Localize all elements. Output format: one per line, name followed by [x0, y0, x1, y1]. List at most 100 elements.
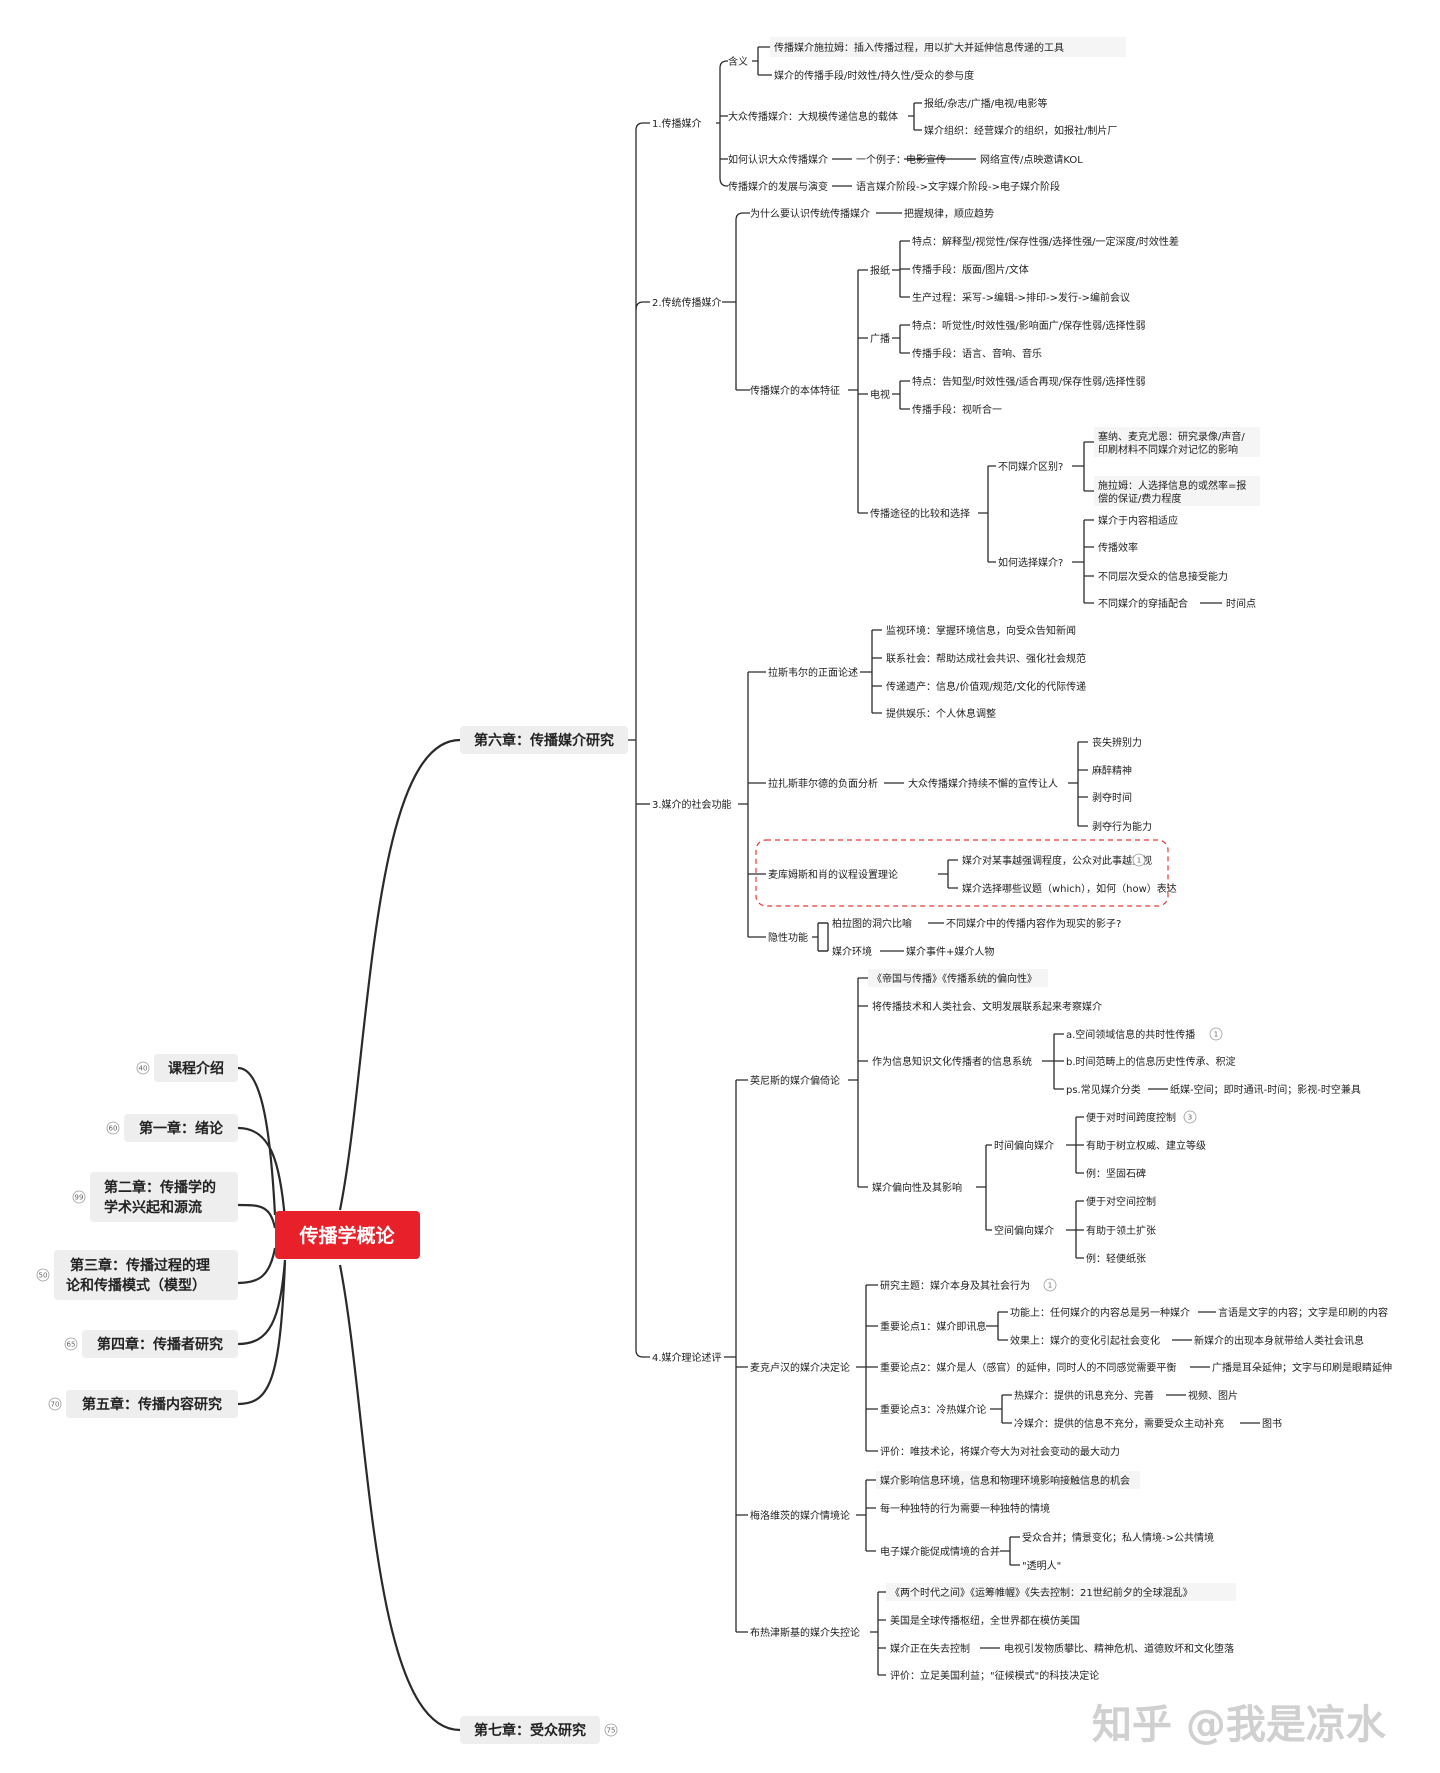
- svg-text:特点：告知型/时效性强/适合再现/保存性弱/选择性弱: 特点：告知型/时效性强/适合再现/保存性弱/选择性弱: [912, 375, 1145, 388]
- chapter2-line2: 学术兴起和源流: [104, 1199, 202, 1216]
- svg-text:2.传统传播媒介: 2.传统传播媒介: [652, 296, 722, 309]
- svg-text:特点：解释型/视觉性/保存性强/选择性强/一定深度/时效性差: 特点：解释型/视觉性/保存性强/选择性强/一定深度/时效性差: [912, 235, 1179, 248]
- comment-count-badge: 3: [1188, 1114, 1192, 1122]
- s1-hanyi: 含义: [728, 55, 748, 68]
- svg-text:重要论点1：媒介即讯息: 重要论点1：媒介即讯息: [880, 1320, 986, 1333]
- svg-text:不同媒介中的传播内容作为现实的影子?: 不同媒介中的传播内容作为现实的影子?: [946, 917, 1121, 930]
- left-branch-course-intro[interactable]: 课程介绍 40: [136, 1054, 238, 1082]
- watermark: 知乎 @我是凉水: [1092, 1702, 1387, 1748]
- svg-text:柏拉图的洞穴比喻: 柏拉图的洞穴比喻: [832, 917, 912, 930]
- svg-text:布热津斯基的媒介失控论: 布热津斯基的媒介失控论: [750, 1626, 860, 1639]
- svg-text:第七章：受众研究: 第七章：受众研究: [474, 1722, 586, 1739]
- svg-text:不同媒介区别?: 不同媒介区别?: [998, 461, 1063, 473]
- section-1-media[interactable]: 1.传播媒介 含义 传播媒介施拉姆：插入传播过程，用以扩大并延伸信息传递的工具 …: [652, 37, 1126, 193]
- svg-text:印刷材料不同媒介对记忆的影响: 印刷材料不同媒介对记忆的影响: [1098, 443, 1238, 456]
- svg-text:联系社会：帮助达成社会共识、强化社会规范: 联系社会：帮助达成社会共识、强化社会规范: [886, 652, 1086, 665]
- svg-text:如何选择媒介?: 如何选择媒介?: [998, 556, 1063, 569]
- svg-text:大众传播媒介：大规模传递信息的载体: 大众传播媒介：大规模传递信息的载体: [728, 110, 898, 123]
- svg-text:梅洛维茨的媒介情境论: 梅洛维茨的媒介情境论: [750, 1509, 850, 1522]
- svg-text:网络宣传/点映邀请KOL: 网络宣传/点映邀请KOL: [980, 153, 1083, 166]
- chapter7-node[interactable]: 第七章：受众研究 75: [460, 1716, 618, 1744]
- svg-text:有助于树立权威、建立等级: 有助于树立权威、建立等级: [1086, 1139, 1206, 1152]
- svg-text:每一种独特的行为需要一种独特的情境: 每一种独特的行为需要一种独特的情境: [880, 1502, 1050, 1515]
- comment-count-badge: 1: [1048, 1282, 1052, 1290]
- left-branch-chapter4[interactable]: 第四章：传播者研究 65: [64, 1330, 238, 1358]
- svg-text:监视环境：掌握环境信息，向受众告知新闻: 监视环境：掌握环境信息，向受众告知新闻: [886, 624, 1076, 637]
- svg-text:施拉姆：人选择信息的或然率=报: 施拉姆：人选择信息的或然率=报: [1098, 479, 1246, 492]
- comment-count-badge: 1: [1137, 857, 1141, 865]
- svg-text:不同媒介的穿插配合: 不同媒介的穿插配合: [1098, 597, 1188, 610]
- svg-text:评价：立足美国利益；"征候模式"的科技决定论: 评价：立足美国利益；"征候模式"的科技决定论: [890, 1669, 1099, 1682]
- svg-text:传播效率: 传播效率: [1098, 541, 1138, 554]
- svg-text:大众传播媒介持续不懈的宣传让人: 大众传播媒介持续不懈的宣传让人: [908, 777, 1058, 790]
- section-3-social-functions[interactable]: 3.媒介的社会功能 拉斯韦尔的正面论述 监视环境：掌握环境信息，向受众告知新闻 …: [652, 624, 1177, 958]
- svg-text:重要论点3：冷热媒介论: 重要论点3：冷热媒介论: [880, 1403, 986, 1416]
- svg-text:"透明人": "透明人": [1022, 1560, 1061, 1572]
- svg-text:重要论点2：媒介是人（感官）的延伸，同时人的不同感觉需要平衡: 重要论点2：媒介是人（感官）的延伸，同时人的不同感觉需要平衡: [880, 1361, 1176, 1374]
- svg-text:媒介事件+媒介人物: 媒介事件+媒介人物: [906, 945, 994, 958]
- svg-text:传递遗产：信息/价值观/规范/文化的代际传递: 传递遗产：信息/价值观/规范/文化的代际传递: [886, 680, 1086, 693]
- left-branch-chapter5[interactable]: 第五章：传播内容研究 70: [48, 1390, 238, 1418]
- svg-text:4.媒介理论述评: 4.媒介理论述评: [652, 1351, 722, 1364]
- svg-text:不同层次受众的信息接受能力: 不同层次受众的信息接受能力: [1098, 570, 1228, 583]
- svg-text:传播媒介的发展与演变: 传播媒介的发展与演变: [728, 180, 828, 193]
- svg-text:视频、图片: 视频、图片: [1188, 1389, 1238, 1402]
- svg-text:拉扎斯菲尔德的负面分析: 拉扎斯菲尔德的负面分析: [768, 777, 878, 790]
- svg-text:剥夺时间: 剥夺时间: [1092, 791, 1132, 804]
- left-branch-chapter1[interactable]: 第一章：绪论 60: [106, 1114, 238, 1142]
- svg-text:麦克卢汉的媒介决定论: 麦克卢汉的媒介决定论: [750, 1361, 850, 1374]
- svg-text:便于对空间控制: 便于对空间控制: [1086, 1195, 1156, 1208]
- svg-text:效果上：媒介的变化引起社会变化: 效果上：媒介的变化引起社会变化: [1010, 1334, 1160, 1347]
- svg-text:传播媒介施拉姆：插入传播过程，用以扩大并延伸信息传递的工具: 传播媒介施拉姆：插入传播过程，用以扩大并延伸信息传递的工具: [774, 41, 1064, 54]
- svg-text:《帝国与传播》《传播系统的偏向性》: 《帝国与传播》《传播系统的偏向性》: [872, 972, 1037, 985]
- svg-text:新媒介的出现本身就带给人类社会讯息: 新媒介的出现本身就带给人类社会讯息: [1194, 1334, 1364, 1347]
- svg-text:传播媒介的本体特征: 传播媒介的本体特征: [750, 384, 840, 397]
- left-branch-chapter3[interactable]: 第三章：传播过程的理 论和传播模式（模型） 50: [36, 1250, 238, 1300]
- svg-text:ps.常见媒介分类: ps.常见媒介分类: [1066, 1083, 1141, 1096]
- svg-text:电子媒介能促成情境的合并: 电子媒介能促成情境的合并: [880, 1545, 1000, 1558]
- root-node[interactable]: 传播学概论: [275, 1211, 420, 1259]
- svg-text:剥夺行为能力: 剥夺行为能力: [1092, 820, 1152, 833]
- svg-text:传播手段：视听合一: 传播手段：视听合一: [912, 403, 1002, 416]
- comment-count-badge: 40: [139, 1065, 148, 1073]
- svg-text:传播途径的比较和选择: 传播途径的比较和选择: [870, 507, 970, 520]
- svg-text:提供娱乐：个人休息调整: 提供娱乐：个人休息调整: [886, 707, 996, 720]
- svg-text:媒介影响信息环境，信息和物理环境影响接触信息的机会: 媒介影响信息环境，信息和物理环境影响接触信息的机会: [880, 1474, 1130, 1487]
- svg-text:媒介组织：经营媒介的组织，如报社/制片厂: 媒介组织：经营媒介的组织，如报社/制片厂: [924, 124, 1117, 137]
- svg-text:课程介绍: 课程介绍: [168, 1060, 224, 1077]
- svg-text:热媒介：提供的讯息充分、完善: 热媒介：提供的讯息充分、完善: [1014, 1389, 1154, 1402]
- section-2-traditional-media[interactable]: 2.传统传播媒介 为什么要认识传统传播媒介 把握规律，顺应趋势 传播媒介的本体特…: [652, 207, 1260, 610]
- comment-count-badge: 65: [67, 1341, 76, 1349]
- comment-count-badge: 1: [1214, 1031, 1218, 1039]
- svg-text:3.媒介的社会功能: 3.媒介的社会功能: [652, 798, 732, 811]
- svg-text:例：坚固石碑: 例：坚固石碑: [1086, 1167, 1146, 1180]
- svg-text:将传播技术和人类社会、文明发展联系起来考察媒介: 将传播技术和人类社会、文明发展联系起来考察媒介: [872, 1000, 1102, 1013]
- svg-text:一个例子：电影宣传: 一个例子：电影宣传: [856, 153, 946, 166]
- svg-text:时间偏向媒介: 时间偏向媒介: [994, 1139, 1054, 1152]
- svg-text:第六章：传播媒介研究: 第六章：传播媒介研究: [474, 732, 614, 749]
- svg-text:丧失辨别力: 丧失辨别力: [1092, 736, 1142, 749]
- svg-text:电视: 电视: [870, 388, 890, 401]
- s1-label: 1.传播媒介: [652, 117, 702, 130]
- svg-text:塞纳、麦克尤恩：研究录像/声音/: 塞纳、麦克尤恩：研究录像/声音/: [1098, 430, 1245, 443]
- svg-text:语言媒介阶段->文字媒介阶段->电子媒介阶段: 语言媒介阶段->文字媒介阶段->电子媒介阶段: [856, 180, 1060, 193]
- svg-text:a.空间领域信息的共时性传播: a.空间领域信息的共时性传播: [1066, 1028, 1195, 1041]
- svg-text:麻醉精神: 麻醉精神: [1092, 764, 1132, 777]
- chapter2-line1: 第二章：传播学的: [104, 1179, 216, 1196]
- chapter3-line1: 第三章：传播过程的理: [70, 1257, 210, 1274]
- svg-text:英尼斯的媒介偏倚论: 英尼斯的媒介偏倚论: [750, 1074, 840, 1087]
- main-connectors: [237, 738, 461, 1732]
- svg-text:受众合并；情景变化；私人情境->公共情境: 受众合并；情景变化；私人情境->公共情境: [1022, 1531, 1214, 1544]
- comment-count-badge: 70: [51, 1401, 60, 1409]
- chapter6-node[interactable]: 第六章：传播媒介研究: [460, 726, 628, 754]
- svg-text:偿的保证/费力程度: 偿的保证/费力程度: [1098, 492, 1181, 505]
- svg-text:传播手段：语言、音响、音乐: 传播手段：语言、音响、音乐: [912, 347, 1042, 360]
- section-4-media-theories[interactable]: 4.媒介理论述评 英尼斯的媒介偏倚论 《帝国与传播》《传播系统的偏向性》 将传播…: [652, 969, 1392, 1682]
- svg-text:把握规律，顺应趋势: 把握规律，顺应趋势: [904, 207, 994, 220]
- svg-text:有助于领土扩张: 有助于领土扩张: [1086, 1224, 1156, 1237]
- svg-text:b.时间范畴上的信息历史性传承、积淀: b.时间范畴上的信息历史性传承、积淀: [1066, 1055, 1236, 1068]
- svg-text:媒介正在失去控制: 媒介正在失去控制: [890, 1642, 970, 1655]
- svg-text:报纸/杂志/广播/电视/电影等: 报纸/杂志/广播/电视/电影等: [924, 97, 1047, 110]
- left-branch-chapter2[interactable]: 第二章：传播学的 学术兴起和源流 99: [72, 1172, 238, 1222]
